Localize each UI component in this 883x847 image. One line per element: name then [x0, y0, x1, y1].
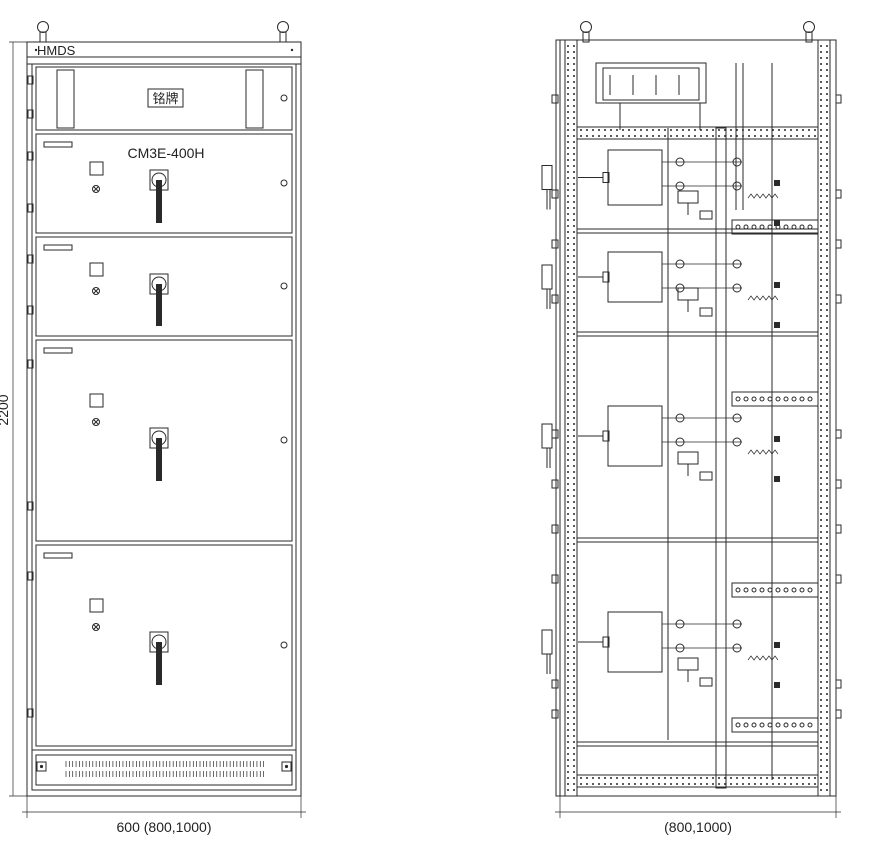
- indicator-square: [89, 393, 104, 408]
- indicator-lamp-icon: [92, 185, 100, 193]
- rotary-handle-icon: [149, 169, 169, 223]
- top-busbar-box: [595, 62, 707, 130]
- indicator-lamp-icon: [92, 418, 100, 426]
- compartment-nameplate: 铭牌: [27, 66, 293, 131]
- height-dimension: 2200: [0, 41, 27, 797]
- indicator-square: [89, 161, 104, 176]
- breaker-unit: [541, 405, 780, 482]
- side-width-dimension: (800,1000): [555, 796, 841, 835]
- lifting-eye-left: [580, 21, 592, 43]
- breaker-unit: [541, 611, 780, 688]
- side-view: (800,1000): [541, 21, 842, 835]
- vertical-busbars: [667, 63, 773, 789]
- front-cabinet-frame: [26, 41, 302, 797]
- compartment-2: CM3E-400H: [27, 133, 293, 234]
- front-base-vent: [31, 749, 297, 791]
- lifting-eye-right: [277, 21, 289, 43]
- brand-label: HMDS: [37, 43, 76, 58]
- indicator-square: [89, 598, 104, 613]
- indicator-lamp-icon: [92, 287, 100, 295]
- lifting-eye-right: [803, 21, 815, 43]
- rotary-handle-icon: [149, 427, 169, 481]
- compartment-4: [27, 339, 293, 542]
- front-view: HMDS 铭牌 CM3E-400H: [0, 21, 306, 835]
- rotary-handle-icon: [149, 273, 169, 326]
- rotary-handle-icon: [149, 631, 169, 685]
- height-dimension-label: 2200: [0, 394, 11, 425]
- model-label: CM3E-400H: [127, 145, 204, 161]
- lifting-eye-left: [37, 21, 49, 43]
- indicator-lamp-icon: [92, 623, 100, 631]
- side-width-dimension-label: (800,1000): [664, 819, 732, 835]
- indicator-square: [89, 262, 104, 277]
- nameplate-label: 铭牌: [152, 91, 178, 106]
- front-width-dimension: 600 (800,1000): [22, 796, 306, 835]
- nameplate-box: [147, 88, 184, 108]
- compartment-3: [27, 236, 293, 337]
- breaker-unit: [541, 251, 780, 328]
- front-width-dimension-label: 600 (800,1000): [117, 819, 212, 835]
- breaker-unit: [541, 149, 780, 226]
- compartment-5: [27, 544, 293, 747]
